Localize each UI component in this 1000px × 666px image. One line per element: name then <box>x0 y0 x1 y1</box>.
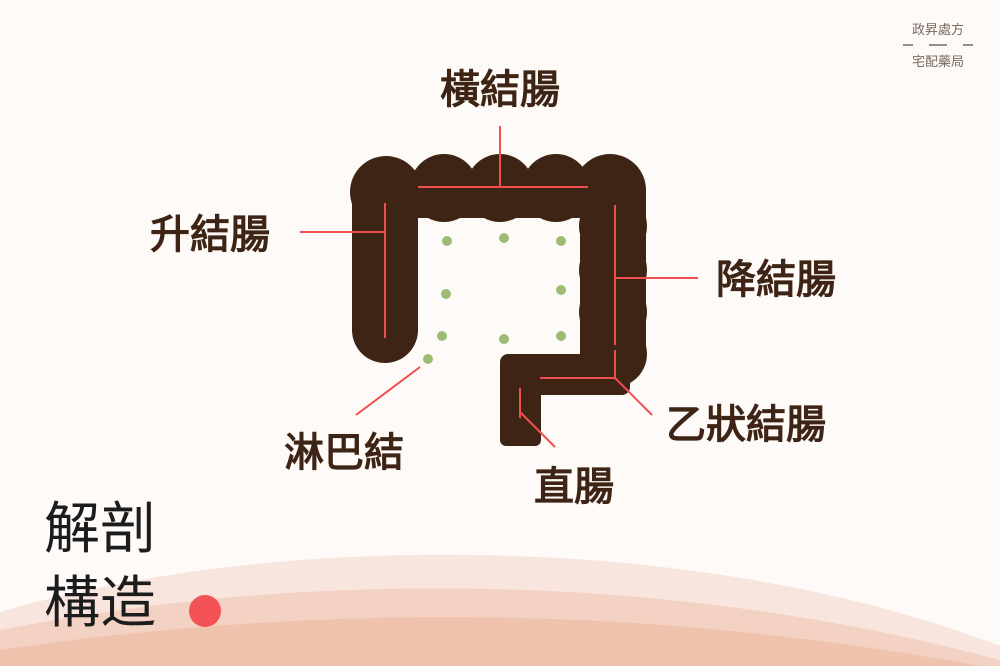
label-descending-colon: 降結腸 <box>716 257 836 303</box>
brand-line-2: 宅配藥局 <box>912 55 964 70</box>
lymph-nodes <box>423 233 566 364</box>
lymph-node <box>556 236 566 246</box>
brand-logo: 政昇處方 宅配藥局 <box>903 22 973 70</box>
transverse-band <box>386 170 610 218</box>
descending-band <box>580 190 646 355</box>
label-lymph-node: 淋巴結 <box>284 430 404 476</box>
lymph-node <box>441 289 451 299</box>
lymph-node <box>556 331 566 341</box>
accent-dot <box>189 595 221 627</box>
lymph-node <box>499 233 509 243</box>
title-line-1: 解剖 <box>44 497 156 562</box>
title-line-2: 構造 <box>44 571 156 636</box>
label-ascending-colon: 升結腸 <box>150 212 270 258</box>
lymph-node <box>499 334 509 344</box>
colon-shape <box>350 154 647 446</box>
sigmoid-leader <box>615 378 652 415</box>
lymph-node <box>442 236 452 246</box>
lymph-node <box>556 285 566 295</box>
lymph-node <box>437 331 447 341</box>
label-rectum: 直腸 <box>534 464 614 510</box>
lymph-node <box>423 354 433 364</box>
brand-line-1: 政昇處方 <box>912 22 964 38</box>
lymph-leader <box>356 367 420 415</box>
label-sigmoid-colon: 乙狀結腸 <box>666 402 826 448</box>
label-transverse-colon: 橫結腸 <box>440 67 560 113</box>
